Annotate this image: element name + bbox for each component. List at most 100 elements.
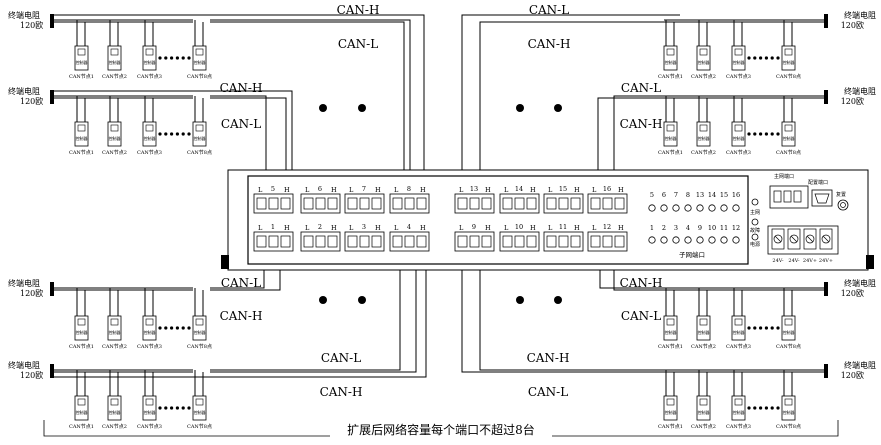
controller-label: 控制器	[144, 135, 156, 141]
controller-screen	[110, 318, 119, 326]
ellipsis-dot	[764, 56, 769, 60]
controller-label: 控制器	[194, 409, 206, 415]
terminator-resistor	[824, 364, 828, 378]
controller-screen	[699, 318, 708, 326]
controller-screen	[734, 318, 743, 326]
port-pin	[347, 235, 358, 248]
port-number: 13	[470, 185, 478, 193]
ellipsis-dot	[164, 326, 168, 330]
controller-label: 控制器	[698, 135, 710, 141]
indicator-led	[751, 218, 759, 226]
controller-screen	[784, 318, 793, 326]
corridor-dot	[554, 296, 562, 304]
ellipsis-dot	[175, 406, 179, 410]
node-label: CAN节点3	[137, 424, 162, 430]
device-mount-left	[221, 255, 229, 269]
node-label: CAN节8点	[776, 424, 801, 430]
controller-screen	[77, 124, 86, 132]
node-label: CAN节点1	[69, 74, 94, 80]
controller-label: 控制器	[665, 329, 677, 335]
can-wire	[210, 19, 411, 194]
led-number-top: 5	[650, 191, 654, 199]
ellipsis-dot	[181, 56, 185, 60]
led-number-bottom: 3	[674, 224, 678, 232]
pin-l-label: L	[258, 186, 263, 194]
port-pin	[268, 235, 279, 248]
port-pin	[502, 235, 513, 248]
terminator-value: 120欧	[20, 370, 43, 380]
can-l-label: CAN-L	[529, 3, 569, 17]
controller-label: 控制器	[109, 409, 121, 415]
port-number: 3	[362, 223, 366, 231]
node-label: CAN节点2	[691, 344, 716, 350]
power-pin-label: 24V-	[788, 258, 800, 264]
terminator-value: 120欧	[20, 288, 43, 298]
port-pin	[614, 197, 625, 210]
controller-label: 控制器	[109, 135, 121, 141]
can-h-label: CAN-H	[620, 276, 663, 290]
port-pin	[280, 197, 291, 210]
can-l-label: CAN-L	[338, 37, 378, 51]
controller-screen	[145, 124, 154, 132]
port-pin	[371, 197, 382, 210]
terminator-value: 120欧	[841, 96, 864, 106]
controller-label: 控制器	[194, 59, 206, 65]
can-wire	[210, 97, 287, 194]
status-led	[720, 204, 728, 212]
port-pin	[526, 235, 537, 248]
controller-label: 控制器	[76, 409, 88, 415]
status-led	[672, 236, 680, 244]
port-pin	[481, 197, 492, 210]
node-label: CAN节点1	[69, 344, 94, 350]
node-label: CAN节点1	[69, 424, 94, 430]
pin-h-label: H	[485, 186, 491, 194]
reset-button-inner	[840, 202, 846, 208]
ellipsis-dot	[747, 132, 751, 136]
power-screw-slot	[822, 235, 830, 243]
can-l-label: CAN-L	[221, 117, 261, 131]
can-wire	[210, 252, 401, 371]
pin-l-label: L	[349, 186, 354, 194]
controller-screen	[195, 124, 204, 132]
controller-screen	[145, 48, 154, 56]
port-pin	[457, 235, 468, 248]
node-group-right-2: 终端电阻120欧控制器CAN节点1控制器CAN节点2控制器CAN节点3控制器CA…	[658, 86, 876, 156]
port-pin	[303, 235, 314, 248]
can-h-label: CAN-H	[527, 351, 570, 365]
controller-screen	[666, 124, 675, 132]
port-pin	[558, 197, 569, 210]
ellipsis-dot	[759, 132, 763, 136]
port-pin	[514, 197, 525, 210]
ellipsis-dot	[164, 406, 168, 410]
ellipsis-dot	[776, 326, 780, 330]
ellipsis-dot	[175, 132, 179, 136]
power-led-label: 电源	[750, 241, 760, 248]
corridor-dot	[358, 296, 366, 304]
port-pin	[256, 197, 267, 210]
controller-screen	[77, 398, 86, 406]
node-label: CAN节8点	[187, 344, 212, 350]
ellipsis-dot	[770, 132, 774, 136]
ellipsis-dot	[187, 132, 191, 136]
led-number-bottom: 10	[708, 224, 716, 232]
pin-l-label: L	[459, 224, 464, 232]
controller-label: 控制器	[109, 59, 121, 65]
port-pin	[481, 235, 492, 248]
port-pin	[614, 235, 625, 248]
controller-label: 控制器	[144, 409, 156, 415]
port-pin	[558, 235, 569, 248]
port-number: 8	[407, 185, 411, 193]
port-pin	[392, 197, 403, 210]
port-pin	[359, 197, 370, 210]
ellipsis-dot	[776, 406, 780, 410]
port-number: 16	[603, 185, 611, 193]
led-number-bottom: 1	[650, 224, 654, 232]
port-pin	[359, 235, 370, 248]
terminator-label: 终端电阻	[844, 360, 876, 370]
main-port-pin	[793, 190, 802, 203]
pin-h-label: H	[331, 224, 337, 232]
